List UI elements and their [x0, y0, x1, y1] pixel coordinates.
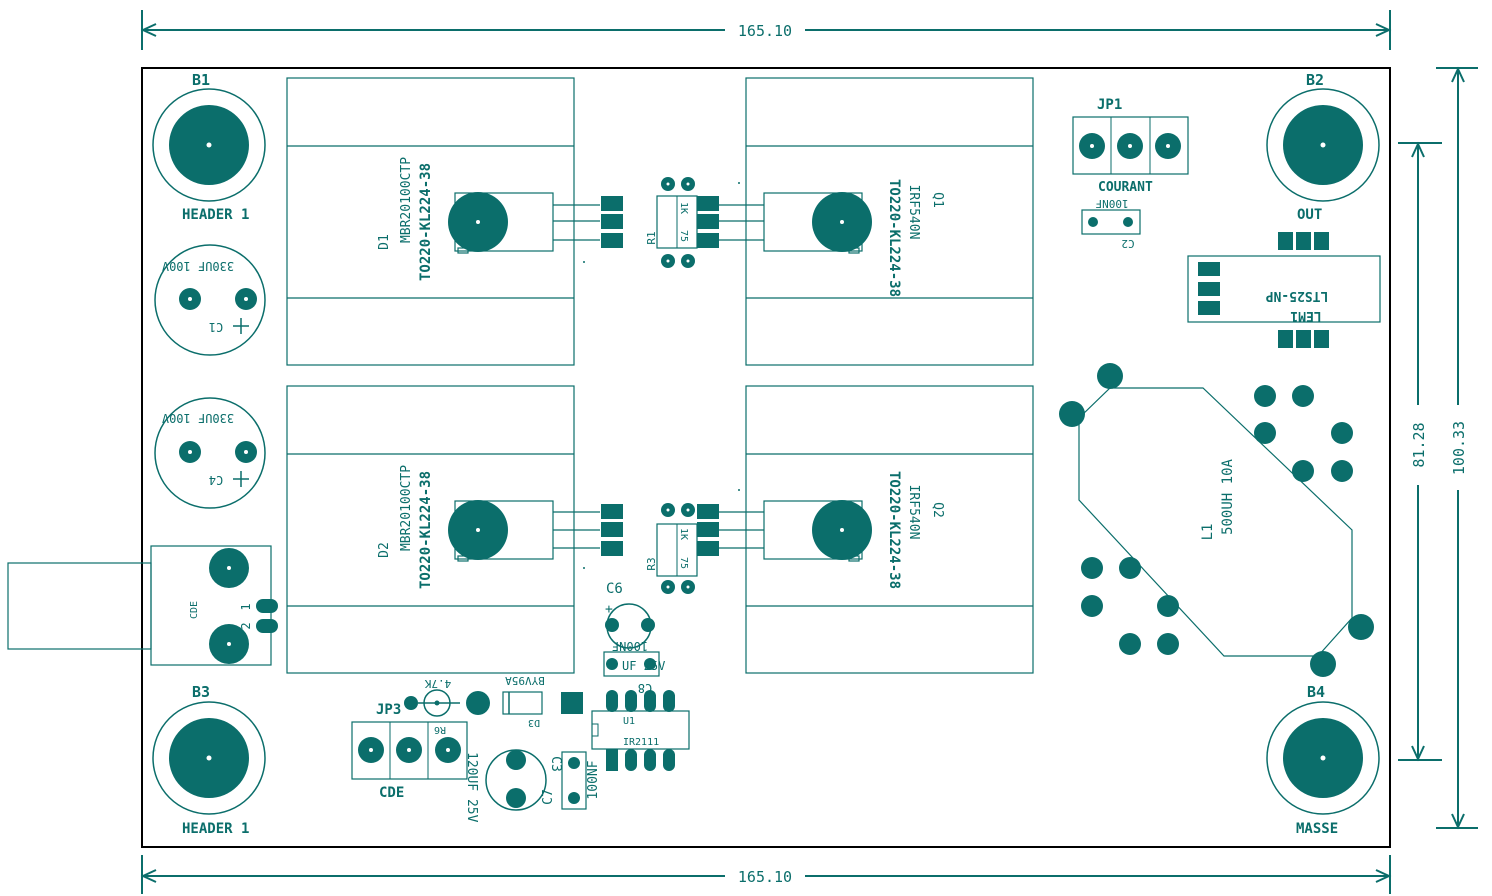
- ic-u1[interactable]: [591, 690, 690, 771]
- d1-ref: D1: [377, 234, 392, 250]
- resistor-r6[interactable]: [404, 689, 460, 717]
- capacitor-c4[interactable]: [154, 397, 266, 509]
- r6-value: 4.7K: [424, 677, 451, 690]
- jp1-ref: JP1: [1097, 97, 1122, 113]
- connector-jp3[interactable]: [351, 721, 468, 780]
- mounting-hole-b4[interactable]: [1266, 701, 1380, 815]
- r1-value-a: 1K: [678, 202, 689, 214]
- c3-ref: C3: [548, 756, 563, 772]
- dimension-width-bottom: [140, 855, 1392, 894]
- lem1-value: LTS25-NP: [1266, 288, 1329, 303]
- dimension-height-inner: [1398, 141, 1442, 762]
- dimension-width-bottom-label: 165.10: [738, 868, 792, 886]
- c1-value: 330UF 100V: [162, 259, 234, 273]
- b3-value: HEADER 1: [182, 821, 249, 837]
- b1-value: HEADER 1: [182, 207, 249, 223]
- capacitor-c6[interactable]: [605, 603, 655, 649]
- dimension-width-top: [140, 10, 1392, 50]
- jp3-ref: JP3: [376, 702, 401, 718]
- diode-d3[interactable]: [466, 691, 583, 715]
- cde-pin1: 1: [239, 603, 253, 610]
- mounting-hole-b2[interactable]: [1266, 88, 1380, 202]
- b4-value: MASSE: [1296, 821, 1338, 837]
- r6-ref: R6: [434, 724, 446, 735]
- d3-ref: D3: [528, 717, 540, 728]
- c4-ref: C4: [209, 473, 223, 487]
- d1-value: MBR20100CTP: [399, 157, 414, 243]
- mounting-hole-b3[interactable]: [152, 701, 266, 815]
- d2-pins[interactable]: [601, 504, 623, 556]
- d1-pins[interactable]: [601, 196, 623, 248]
- b1-ref: B1: [192, 71, 210, 89]
- q1-ref: Q1: [930, 192, 945, 208]
- u1-ref: U1: [623, 716, 635, 727]
- connector-jp1[interactable]: [1072, 116, 1189, 175]
- dimension-height-outer-label: 100.33: [1450, 421, 1468, 475]
- c1-ref: C1: [209, 320, 223, 334]
- current-sensor-lem1[interactable]: [1187, 232, 1381, 348]
- heatsink-d2[interactable]: [286, 385, 600, 674]
- d2-value: MBR20100CTP: [399, 465, 414, 551]
- c6-plus: +: [605, 602, 613, 617]
- mounting-hole-b1[interactable]: [152, 88, 266, 202]
- lem1-ref: LEM1: [1290, 308, 1321, 323]
- q2-pins[interactable]: [697, 504, 719, 556]
- dimension-height-outer: [1436, 66, 1478, 830]
- heatsink-d1[interactable]: [286, 77, 600, 366]
- b2-value: OUT: [1297, 207, 1322, 223]
- c2-ref: C2: [1121, 237, 1134, 250]
- q1-package: TO220-KL224-38: [886, 179, 902, 297]
- dimension-width-top-label: 165.10: [738, 22, 792, 40]
- inductor-l1[interactable]: [1059, 363, 1374, 677]
- cde-pin2: 2: [239, 622, 253, 629]
- l1-ref: L1: [1200, 524, 1216, 541]
- board-outline: [141, 67, 1391, 848]
- jp1-value: COURANT: [1098, 180, 1153, 195]
- q2-ref: Q2: [930, 502, 945, 518]
- c7-value: 120UF 25V: [464, 752, 479, 823]
- jp3-value: CDE: [379, 785, 404, 801]
- capacitor-c7[interactable]: [485, 749, 547, 811]
- c7-ref: C7: [541, 789, 556, 805]
- d3-value: BYV95A: [505, 674, 545, 687]
- capacitor-c1[interactable]: [154, 244, 266, 356]
- q2-value: IRF540N: [906, 485, 921, 540]
- b4-ref: B4: [1307, 683, 1325, 701]
- u1-value: IR2111: [623, 737, 659, 748]
- registration-dots: [583, 182, 740, 569]
- capacitor-c3[interactable]: [561, 751, 587, 810]
- resistor-r1[interactable]: [656, 177, 698, 268]
- c3-value: 100NF: [586, 760, 601, 799]
- q1-pins[interactable]: [697, 196, 719, 248]
- r3-value-b: 75: [678, 557, 689, 569]
- r1-value-b: 75: [678, 230, 689, 242]
- r3-value-a: 1K: [678, 528, 689, 540]
- heatsink-q2[interactable]: [718, 385, 1034, 674]
- d2-ref: D2: [377, 542, 392, 558]
- b3-ref: B3: [192, 683, 210, 701]
- q1-value: IRF540N: [906, 185, 921, 240]
- connector-cde[interactable]: [7, 545, 278, 666]
- c2-value: 100NF: [1095, 197, 1128, 210]
- r1-ref: R1: [645, 231, 658, 244]
- b2-ref: B2: [1306, 71, 1324, 89]
- c6-ref: C6: [606, 581, 623, 597]
- capacitor-c8[interactable]: [603, 651, 660, 677]
- c8-value: UF 25V: [622, 659, 665, 673]
- resistor-r3[interactable]: [656, 503, 698, 594]
- capacitor-c2[interactable]: [1081, 209, 1141, 235]
- c4-value: 330UF 100V: [162, 411, 234, 425]
- r3-ref: R3: [645, 557, 658, 570]
- cde-label: CDE: [189, 601, 200, 619]
- d1-package: TO220-KL224-38: [418, 163, 434, 281]
- heatsink-q1[interactable]: [718, 77, 1034, 366]
- c6-value: 100NF: [612, 639, 648, 653]
- q2-package: TO220-KL224-38: [886, 471, 902, 589]
- l1-value: 500UH 10A: [1220, 459, 1236, 535]
- d2-package: TO220-KL224-38: [418, 471, 434, 589]
- dimension-height-inner-label: 81.28: [1410, 422, 1428, 467]
